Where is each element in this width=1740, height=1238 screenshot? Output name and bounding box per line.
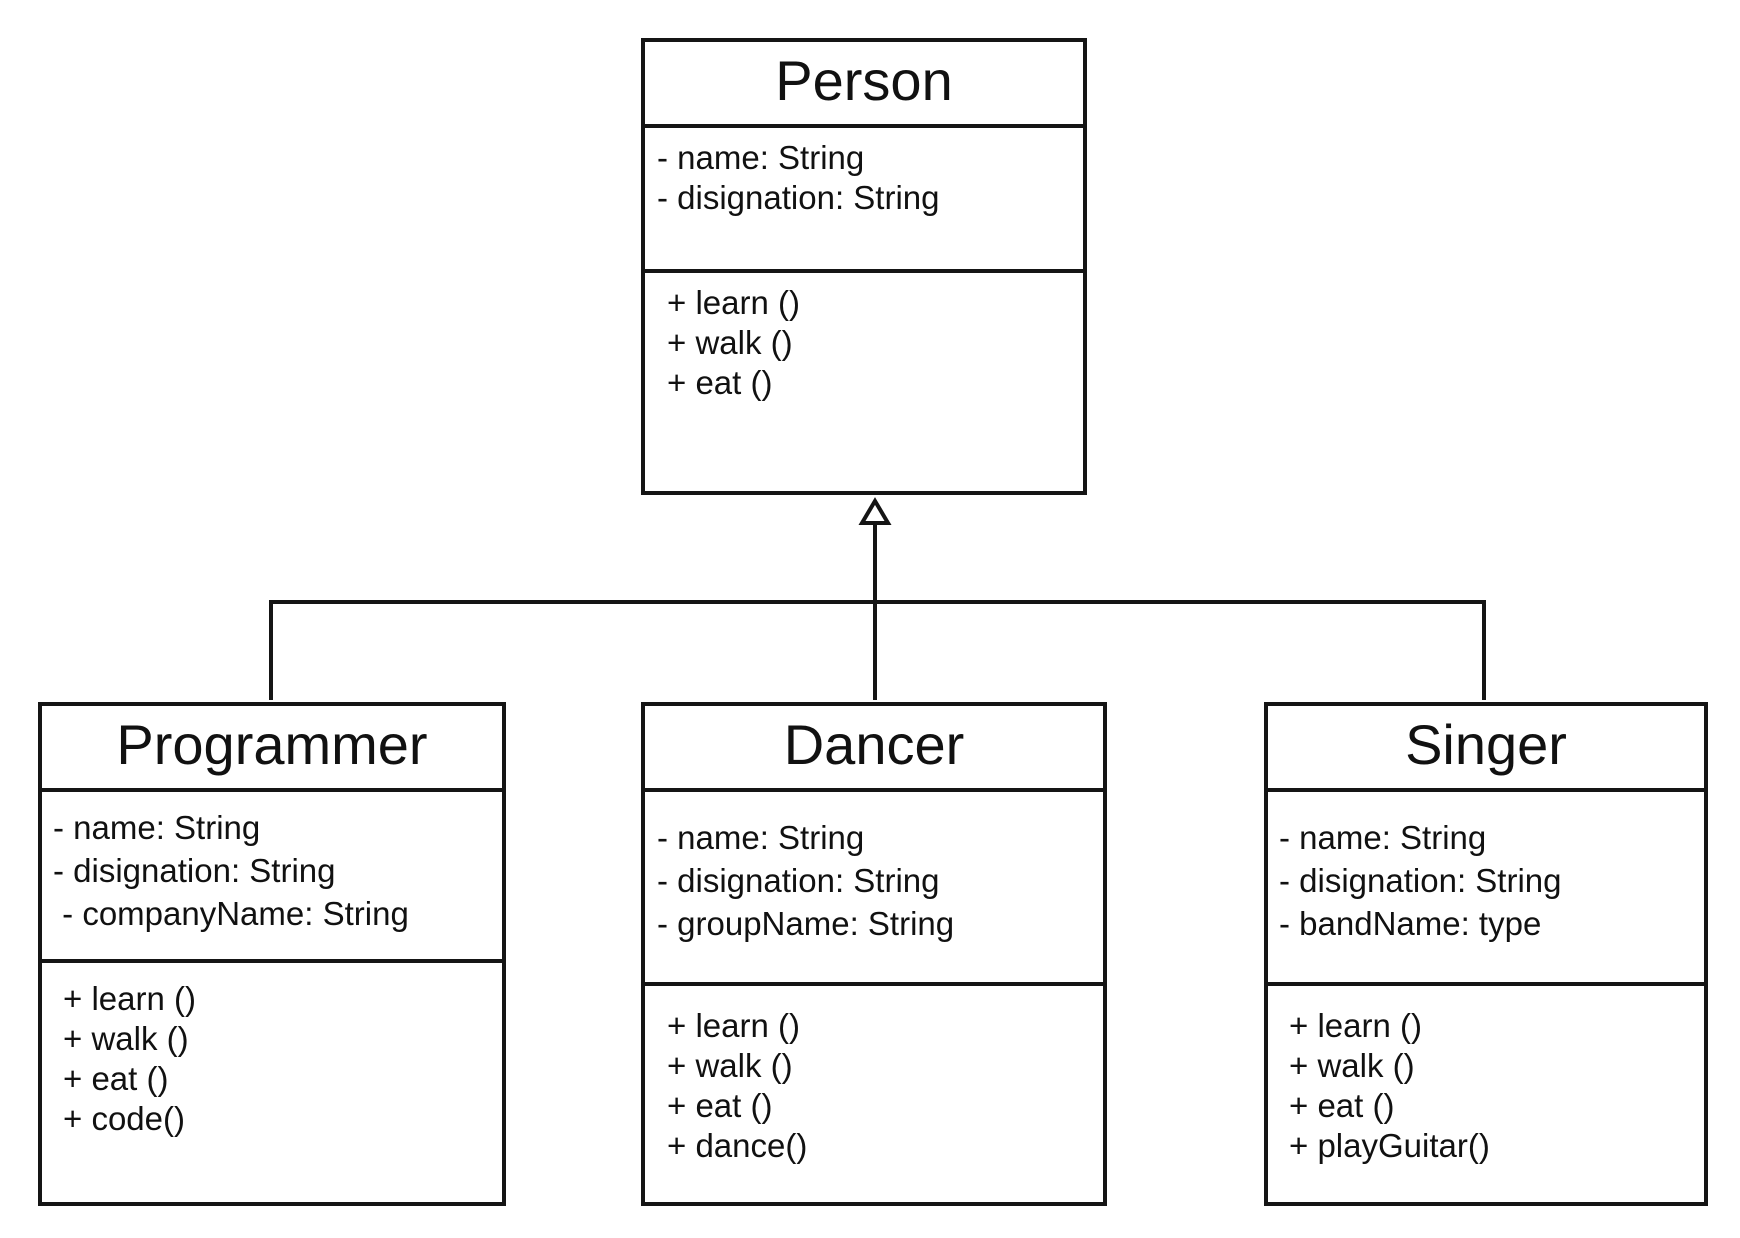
attribute: - disignation: String (657, 179, 940, 216)
programmer-generalization-line (269, 600, 875, 700)
method: + playGuitar() (1289, 1127, 1490, 1164)
method: + learn () (667, 1007, 800, 1044)
attribute: - groupName: String (657, 905, 955, 942)
class-singer: Singer - name: String - disignation: Str… (1264, 702, 1708, 1206)
methods-section: + learn () + walk () + eat () (645, 273, 1083, 403)
method: + dance() (667, 1127, 808, 1164)
attribute: - companyName: String (53, 895, 409, 932)
method: + walk () (667, 1047, 793, 1084)
class-programmer: Programmer - name: String - disignation:… (38, 702, 506, 1206)
class-person: Person - name: String - disignation: Str… (641, 38, 1087, 495)
method: + learn () (63, 980, 196, 1017)
method: + eat () (1289, 1087, 1395, 1124)
class-name: Singer (1268, 706, 1704, 792)
attribute: - bandName: type (1279, 905, 1542, 942)
methods-section: + learn () + walk () + eat () + playGuit… (1268, 986, 1704, 1166)
attribute: - name: String (1279, 819, 1487, 856)
method: + eat () (63, 1060, 169, 1097)
attributes-section: - name: String - disignation: String - b… (1268, 792, 1704, 986)
attributes-section: - name: String - disignation: String (645, 128, 1083, 273)
method: + learn () (667, 284, 800, 321)
attribute: - name: String (53, 809, 261, 846)
attribute: - disignation: String (53, 852, 336, 889)
class-name: Programmer (42, 706, 502, 792)
attributes-section: - name: String - disignation: String - g… (645, 792, 1103, 986)
method: + learn () (1289, 1007, 1422, 1044)
attribute: - name: String (657, 819, 865, 856)
methods-section: + learn () + walk () + eat () + code() (42, 963, 502, 1139)
attributes-section: - name: String - disignation: String - c… (42, 792, 502, 963)
class-dancer: Dancer - name: String - disignation: Str… (641, 702, 1107, 1206)
class-name: Dancer (645, 706, 1103, 792)
method: + eat () (667, 1087, 773, 1124)
method: + eat () (667, 364, 773, 401)
method: + walk () (63, 1020, 189, 1057)
class-name: Person (645, 42, 1083, 128)
method: + code() (63, 1100, 185, 1137)
inheritance-arrowhead-icon (858, 497, 892, 525)
attribute: - name: String (657, 139, 865, 176)
method: + walk () (1289, 1047, 1415, 1084)
attribute: - disignation: String (657, 862, 940, 899)
attribute: - disignation: String (1279, 862, 1562, 899)
method: + walk () (667, 324, 793, 361)
methods-section: + learn () + walk () + eat () + dance() (645, 986, 1103, 1166)
singer-generalization-line (875, 600, 1486, 700)
